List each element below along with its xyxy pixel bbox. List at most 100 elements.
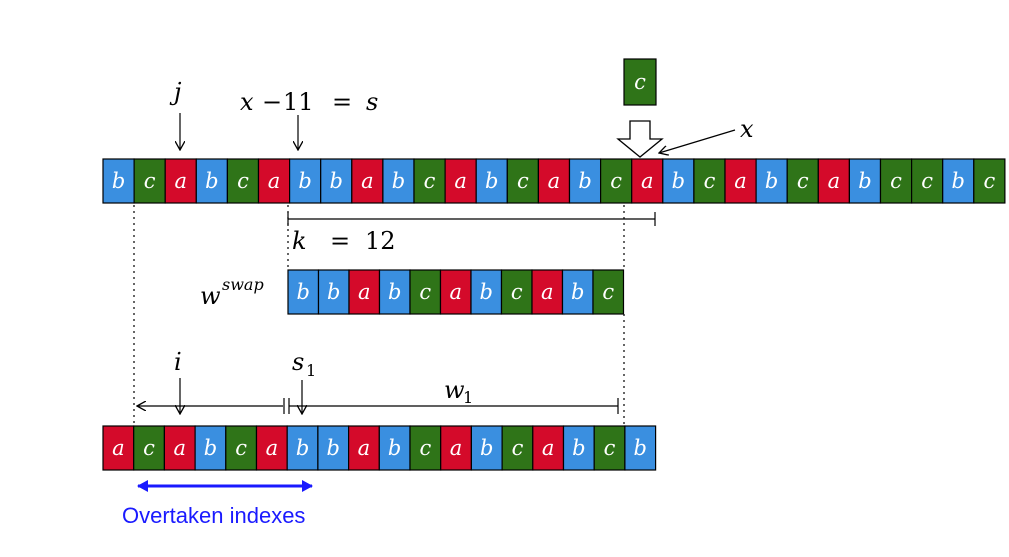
cell-b: b [942,158,975,204]
cell-box [593,425,626,471]
cell-letter: a [828,169,841,193]
cell-c: c [879,158,913,204]
cell-box [624,425,657,471]
cell-letter: a [734,169,747,193]
cell-box [662,158,695,204]
cell-a: a [817,158,850,204]
cell-b: b [378,425,411,471]
cell-a: a [724,158,757,204]
cell-letter: b [578,169,591,193]
cell-c: c [409,269,442,315]
cell-box [475,158,508,204]
w1-subscript: 1 [463,388,473,407]
cell-a: a [444,158,477,204]
cell-b: b [382,158,415,204]
cell-box [320,158,353,204]
cell-letter: b [112,169,125,193]
inserted-cell-box [623,58,657,106]
cell-b: b [195,158,229,204]
equals-sign: = [332,88,352,116]
cell-letter: c [604,436,616,460]
cell-letter: b [205,169,218,193]
cell-box [562,425,595,471]
cell-c: c [225,425,258,471]
cell-a: a [531,269,564,315]
cell-b: b [289,158,322,204]
cell-letter: a [173,436,186,460]
k-label: k [292,227,307,255]
cell-box [501,425,534,471]
k-bracket [287,212,656,226]
x-label: x [740,115,754,143]
cell-letter: a [449,280,462,304]
cell-letter: a [358,436,371,460]
cell-box [378,425,411,471]
cell-box [973,158,1006,204]
cell-c: c [592,269,625,315]
cell-a: a [255,425,288,471]
cell-c: c [500,269,533,315]
w1-span [288,398,619,414]
cell-box [102,158,135,204]
cell-letter: a [174,169,187,193]
cell-b: b [755,158,788,204]
cell-letter: c [235,436,247,460]
cell-letter: b [765,169,778,193]
cell-box [225,425,258,471]
cell-letter: b [572,436,585,460]
cell-letter: b [327,280,340,304]
cell-letter: c [419,280,431,304]
cell-a: a [102,425,135,471]
w-swap-label: w [200,282,221,310]
cell-a: a [631,158,664,204]
cell-b: b [470,425,503,471]
cell-letter: a [112,436,125,460]
cell-letter: b [480,280,493,304]
cell-a: a [440,425,473,471]
cell-letter: a [358,280,371,304]
cell-box [164,158,197,204]
cell-letter: c [921,169,933,193]
cell-box [500,269,533,315]
cell-letter: a [641,169,654,193]
cell-box [382,158,415,204]
cell-b: b [287,269,320,315]
cell-box [910,158,944,204]
cell-box [409,269,442,315]
cell-a: a [163,425,196,471]
cell-a: a [351,158,384,204]
cell-box [257,158,291,204]
cell-box [409,425,442,471]
cell-letter: b [388,280,401,304]
cell-letter: a [454,169,467,193]
cell-a: a [348,269,381,315]
cell-letter: c [797,169,809,193]
eleven-number: 11 [283,88,314,116]
overtaken-indexes-label: Overtaken indexes [122,503,305,528]
cell-box [226,158,260,204]
cell-letter: c [511,280,523,304]
cell-letter: b [298,169,311,193]
dotted-guides [133,205,625,424]
cell-letter: b [858,169,871,193]
cell-b: b [320,158,353,204]
cell-a: a [537,158,571,204]
cell-c: c [133,158,166,204]
cell-a: a [532,425,565,471]
w1-label: w [444,376,465,404]
cell-letter: a [541,280,554,304]
inserted-cell-letter: c [634,70,646,94]
cell-letter: b [327,436,340,460]
cell-box [444,158,477,204]
cell-letter: c [512,436,524,460]
cell-box [255,425,288,471]
cell-c: c [973,158,1006,204]
cell-box [133,425,165,471]
cell-box [289,158,322,204]
cell-box [848,158,882,204]
s1-label: s [292,348,304,376]
cell-c: c [599,158,633,204]
cell-b: b [470,269,503,315]
